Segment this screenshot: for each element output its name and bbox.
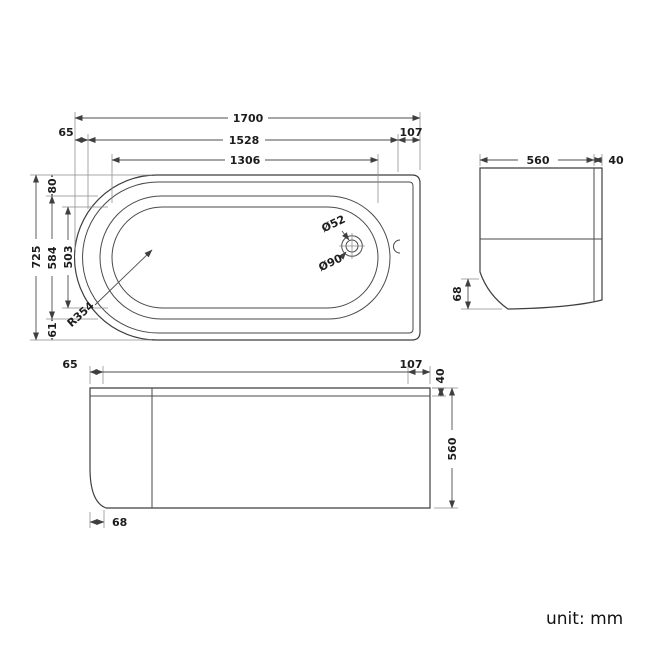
dim-label-front-left-offset: 65 (62, 358, 77, 371)
dim-label-front-right-offset: 107 (400, 358, 423, 371)
dim-label-bottom-offset: 61 (46, 322, 59, 337)
dim-label-inner-width: 503 (62, 246, 75, 269)
side-panel-outline (479, 167, 603, 310)
dim-rim-chain: 65 1528 107 (58, 126, 422, 209)
front-view: 65 107 40 560 68 (62, 358, 459, 529)
dim-side-width: 560 40 (479, 153, 624, 167)
dim-label-total-length: 1700 (233, 112, 264, 125)
dim-front-rim: 40 (432, 368, 447, 397)
dim-label-waste-large: Ø90 (317, 251, 345, 274)
dim-label-rim-length: 1528 (229, 134, 260, 147)
dim-side-plinth: 68 (451, 278, 502, 310)
dim-label-waste-small: Ø52 (320, 213, 348, 235)
bath-plan-outline (73, 174, 421, 341)
dim-corner-radius: R354 (65, 249, 153, 330)
side-view: 560 40 68 (451, 153, 624, 310)
dim-label-mid-width: 584 (46, 246, 59, 269)
dim-label-inner-length: 1306 (230, 154, 261, 167)
dim-total-length: 1700 (74, 111, 421, 250)
dim-front-chain: 65 107 (62, 358, 431, 384)
dim-label-side-rim: 40 (608, 154, 624, 167)
dim-front-plinth: 68 (89, 510, 127, 529)
dim-label-overall-width: 725 (30, 246, 43, 269)
dim-label-left-offset: 65 (58, 126, 73, 139)
dim-waste: Ø52 Ø90 (317, 213, 350, 274)
dim-front-height: 560 (432, 387, 459, 509)
dim-label-top-offset: 80 (46, 178, 59, 194)
dim-label-front-height: 560 (446, 437, 459, 460)
dim-label-side-width: 560 (527, 154, 550, 167)
dim-width-chain: 80 584 61 (46, 174, 98, 341)
unit-note: unit: mm (546, 609, 623, 629)
dim-inner-length: 1306 (111, 153, 379, 203)
dim-label-corner-radius: R354 (65, 299, 97, 330)
drain-symbol (339, 233, 365, 259)
dim-label-side-plinth: 68 (451, 286, 464, 301)
overflow-notch (393, 239, 401, 254)
dim-label-right-offset: 107 (400, 126, 423, 139)
front-panel-outline (89, 387, 431, 509)
dim-label-front-plinth: 68 (112, 516, 127, 529)
top-view: 1700 65 1528 107 1306 72 (29, 111, 422, 341)
dim-label-front-rim: 40 (434, 368, 447, 384)
dim-inner-width: 503 (62, 206, 108, 309)
